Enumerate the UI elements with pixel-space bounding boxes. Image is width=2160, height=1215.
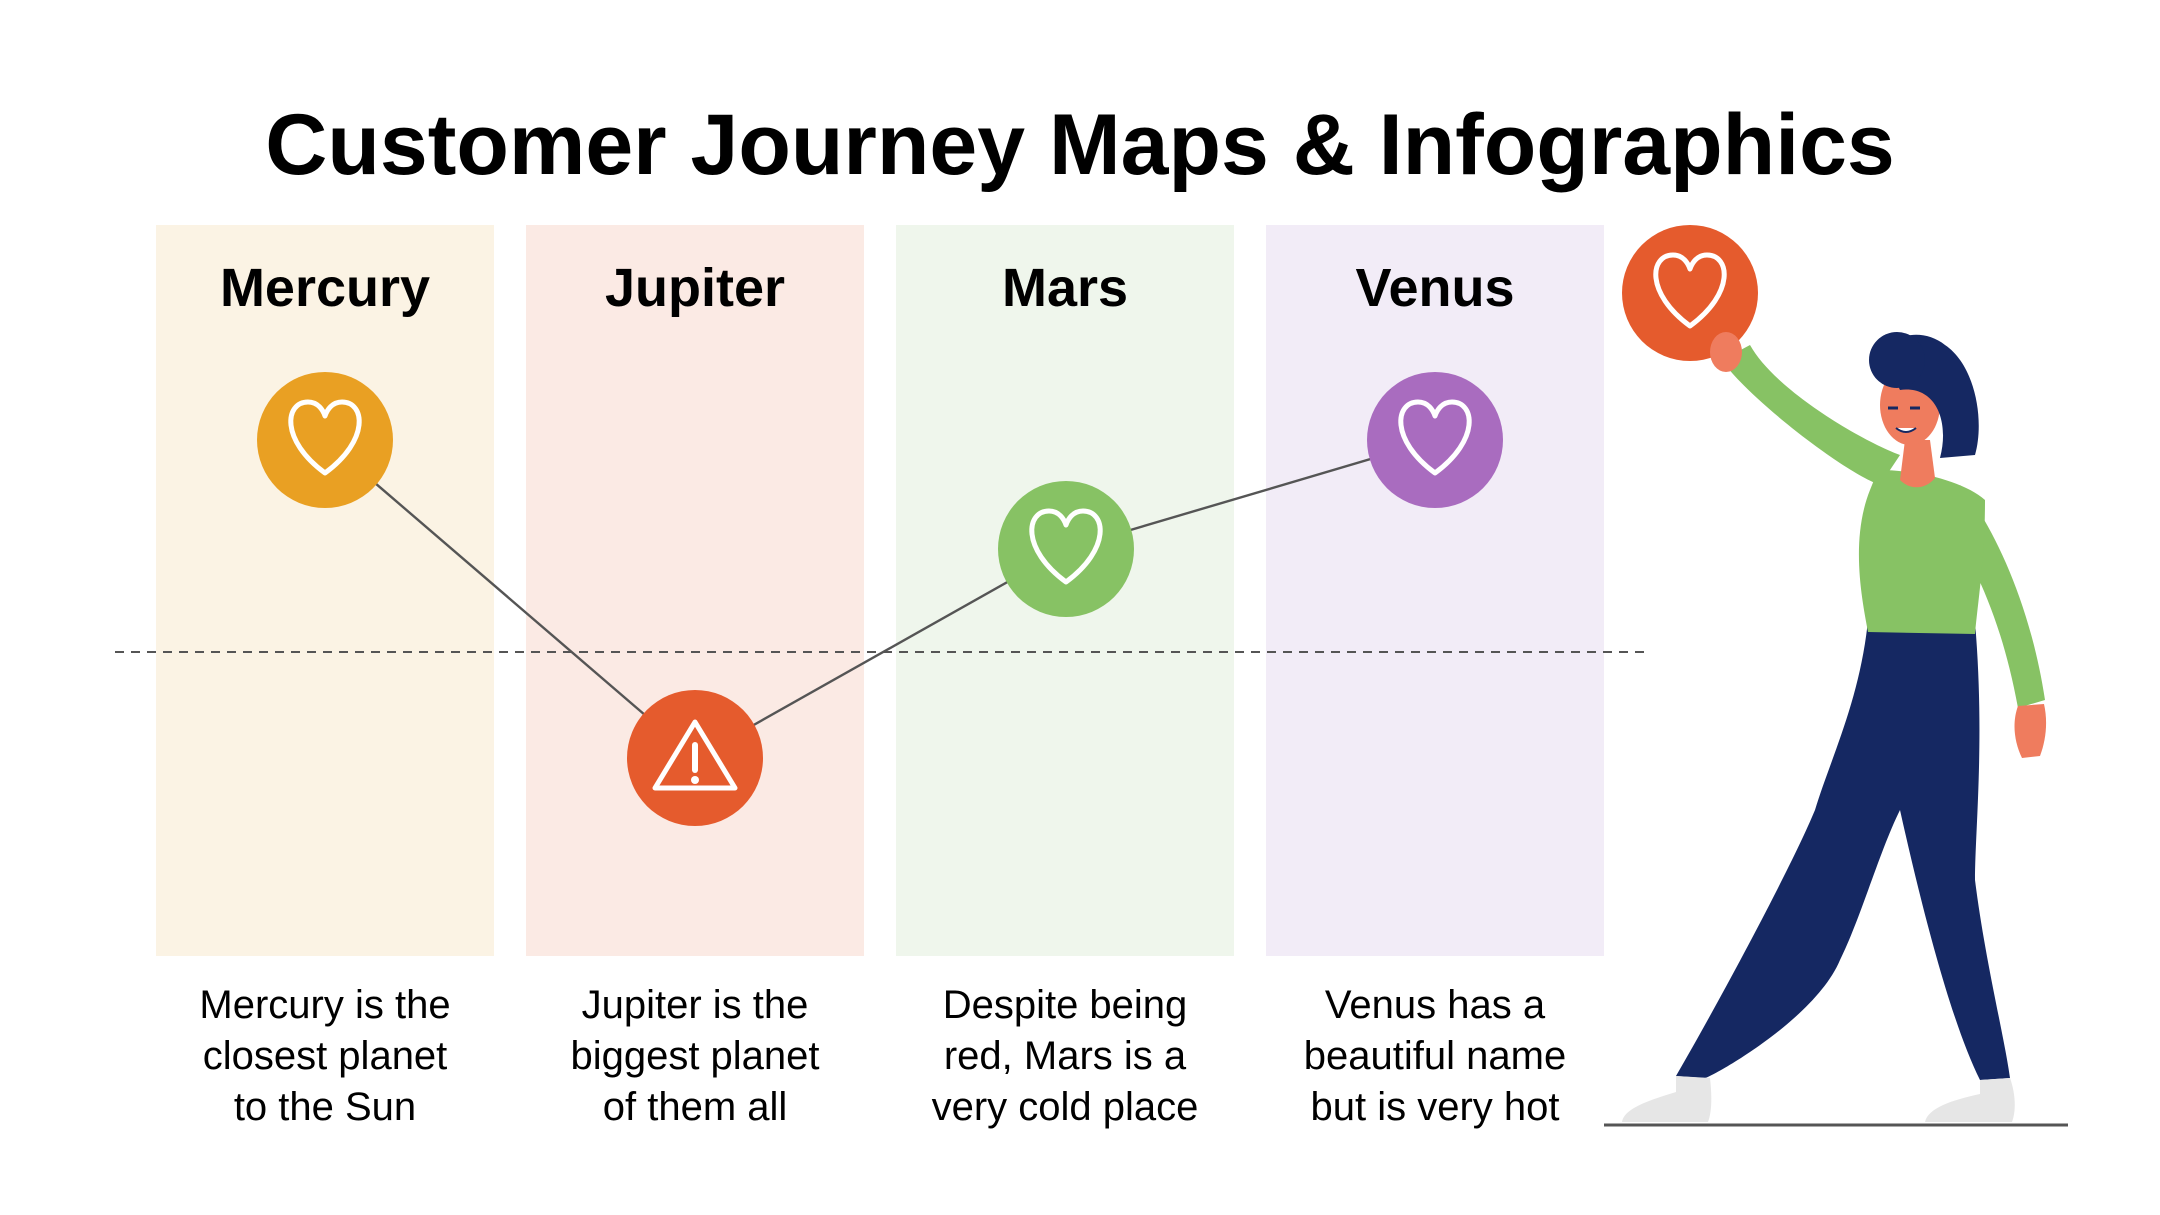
held-heart-badge [1622,225,1758,361]
journey-line-1 [324,439,696,759]
heart-icon [1398,399,1472,476]
stage-column-jupiter: Jupiter [526,225,864,956]
stage-marker-mars [998,481,1134,617]
stage-description-mars: Despite being red, Mars is a very cold p… [896,980,1234,1133]
description-line: biggest planet [570,1034,820,1078]
description-line: very cold place [931,1085,1199,1129]
page-title: Customer Journey Maps & Infographics [265,97,1895,193]
description-line: Mercury is the [199,983,451,1027]
stage-marker-mercury [257,372,393,508]
description-line: Despite being [942,983,1188,1027]
stage-description-venus: Venus has a beautiful name but is very h… [1266,980,1604,1133]
heart-icon [288,399,362,476]
stage-title-venus: Venus [1355,258,1515,318]
description-line: beautiful name [1303,1034,1567,1078]
description-line: to the Sun [233,1085,417,1129]
heart-icon [1029,508,1103,585]
stage-column-venus: Venus [1266,225,1604,956]
heart-icon [1653,252,1727,329]
description-line: but is very hot [1310,1085,1560,1129]
description-line: red, Mars is a [943,1034,1187,1078]
stage-description-mercury: Mercury is the closest planet to the Sun [156,980,494,1133]
stage-description-jupiter: Jupiter is the biggest planet of them al… [526,980,864,1133]
stage-marker-venus [1367,372,1503,508]
stage-marker-jupiter [627,690,763,826]
stage-title-mars: Mars [1001,258,1129,318]
description-line: of them all [602,1085,788,1129]
stage-title-mercury: Mercury [219,258,431,318]
journey-line-2 [694,547,1067,760]
description-line: Jupiter is the [581,983,809,1027]
description-line: closest planet [202,1034,448,1078]
stage-title-jupiter: Jupiter [604,258,786,318]
description-line: Venus has a [1324,983,1546,1027]
warning-icon [652,719,738,791]
stage-column-mercury: Mercury [156,225,494,956]
woman-illustration [1604,225,2068,1127]
